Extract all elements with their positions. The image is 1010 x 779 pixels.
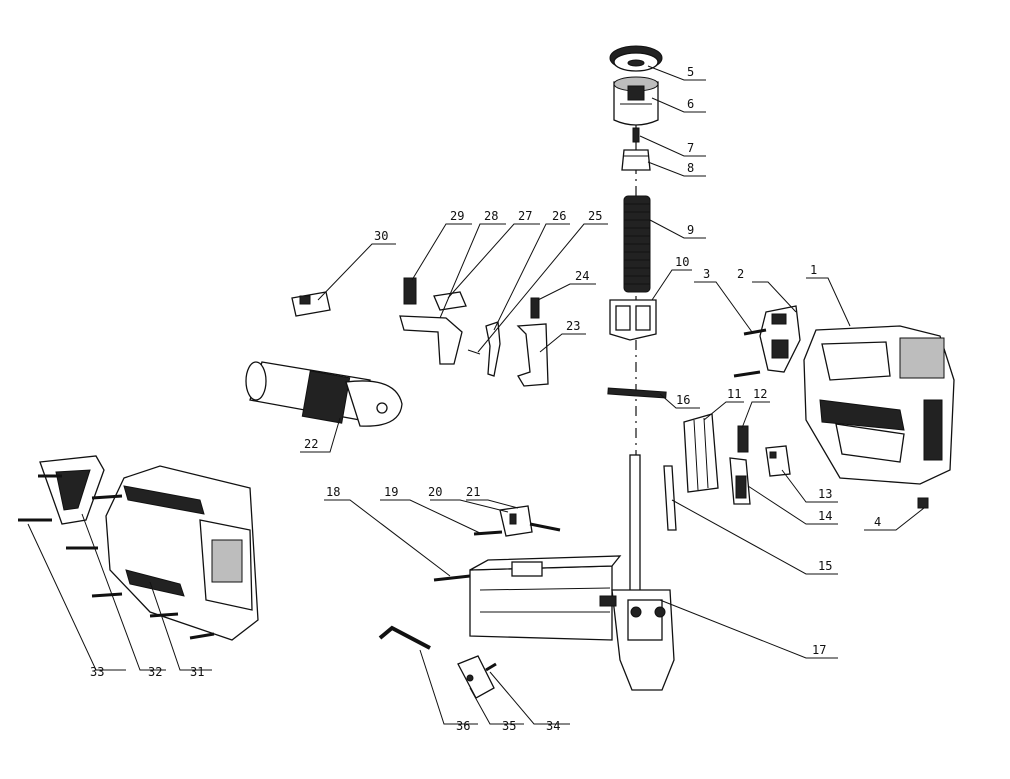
callout-25: 25 — [588, 209, 602, 223]
callout-14: 14 — [818, 509, 832, 523]
callout-28: 28 — [484, 209, 498, 223]
callout-32: 32 — [148, 665, 162, 679]
callout-36: 36 — [456, 719, 470, 733]
part-11-plate — [683, 413, 719, 493]
callout-10: 10 — [675, 255, 689, 269]
part-26-lever — [485, 321, 501, 377]
part-24-spring — [530, 297, 540, 319]
callout-4: 4 — [874, 515, 881, 529]
part-5-adjust-knob — [609, 45, 663, 72]
part-16-pin — [607, 387, 667, 399]
callout-35: 35 — [502, 719, 516, 733]
part-8-nut — [621, 149, 651, 171]
callout-19: 19 — [384, 485, 398, 499]
callout-5: 5 — [687, 65, 694, 79]
callout-9: 9 — [687, 223, 694, 237]
callout-26: 26 — [552, 209, 566, 223]
callout-23: 23 — [566, 319, 580, 333]
part-13-block — [765, 445, 791, 477]
part-32-handle-cover — [39, 455, 105, 525]
part-18-screw — [433, 574, 471, 582]
part-14-pawl — [729, 457, 751, 505]
part-3-screws — [733, 328, 767, 378]
callout-6: 6 — [687, 97, 694, 111]
part-35-contact-piece — [457, 655, 495, 699]
callout-13: 13 — [818, 487, 832, 501]
part-25-link — [467, 349, 481, 355]
part-22-motor — [245, 361, 403, 427]
callout-34: 34 — [546, 719, 560, 733]
part-34-screw — [485, 662, 497, 672]
part-17-magazine-assembly — [469, 454, 675, 691]
leader-lines — [27, 65, 925, 725]
part-15-rod — [663, 465, 677, 531]
callout-2: 2 — [737, 267, 744, 281]
callout-16: 16 — [676, 393, 690, 407]
part-23-lever — [516, 323, 549, 387]
part-28-trigger-bracket — [399, 291, 467, 365]
part-10-bracket — [609, 299, 657, 341]
part-4-nut — [917, 497, 929, 509]
part-33-screws — [18, 474, 215, 640]
callout-21: 21 — [466, 485, 480, 499]
callout-11: 11 — [727, 387, 741, 401]
callout-33: 33 — [90, 665, 104, 679]
part-7-screw — [632, 127, 640, 143]
callout-15: 15 — [818, 559, 832, 573]
callout-17: 17 — [812, 643, 826, 657]
callout-22: 22 — [304, 437, 318, 451]
part-30-block — [291, 291, 331, 317]
callout-3: 3 — [703, 267, 710, 281]
part-1-right-housing — [803, 325, 955, 485]
part-29-spring — [403, 277, 417, 305]
callout-27: 27 — [518, 209, 532, 223]
callout-1: 1 — [810, 263, 817, 277]
callout-18: 18 — [326, 485, 340, 499]
part-9-spring — [623, 195, 651, 293]
callout-31: 31 — [190, 665, 204, 679]
callout-20: 20 — [428, 485, 442, 499]
part-2-switch — [759, 305, 801, 373]
callout-7: 7 — [687, 141, 694, 155]
callout-30: 30 — [374, 229, 388, 243]
callout-8: 8 — [687, 161, 694, 175]
callout-29: 29 — [450, 209, 464, 223]
callout-12: 12 — [753, 387, 767, 401]
callout-labels: 5 6 7 8 9 10 3 2 1 4 16 11 12 13 14 15 1… — [90, 65, 881, 733]
part-6-sleeve — [613, 76, 659, 126]
part-31-left-housing — [105, 465, 259, 641]
part-36-hex-key — [378, 625, 431, 650]
callout-24: 24 — [575, 269, 589, 283]
part-12-spring — [737, 425, 749, 453]
part-19-21-latch — [473, 505, 561, 537]
